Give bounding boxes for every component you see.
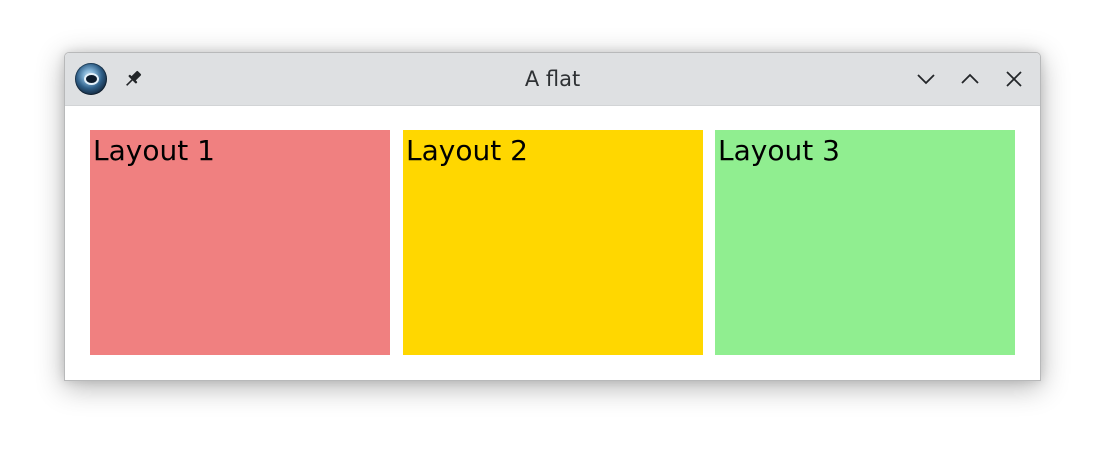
pin-icon [126, 70, 142, 86]
app-icon[interactable] [75, 63, 107, 95]
chevron-up-icon [961, 73, 979, 84]
chevron-down-icon [917, 74, 935, 85]
window-title: A flat [524, 67, 581, 91]
close-button[interactable] [1001, 66, 1027, 92]
layout-label-2: Layout 2 [406, 134, 528, 167]
eye-pupil [86, 75, 97, 83]
layout-panel-3: Layout 3 [715, 130, 1015, 355]
minimize-button[interactable] [913, 66, 939, 92]
app-window: A flat Layout 1 Layout 2 Layout 3 [64, 52, 1041, 381]
pin-button[interactable] [121, 67, 145, 91]
title-bar[interactable]: A flat [65, 53, 1040, 106]
layout-label-1: Layout 1 [93, 134, 215, 167]
close-icon [1006, 71, 1022, 87]
maximize-button[interactable] [957, 66, 983, 92]
layout-panel-1: Layout 1 [90, 130, 390, 355]
layout-label-3: Layout 3 [718, 134, 840, 167]
window-content: Layout 1 Layout 2 Layout 3 [65, 106, 1040, 380]
layout-panel-2: Layout 2 [403, 130, 703, 355]
